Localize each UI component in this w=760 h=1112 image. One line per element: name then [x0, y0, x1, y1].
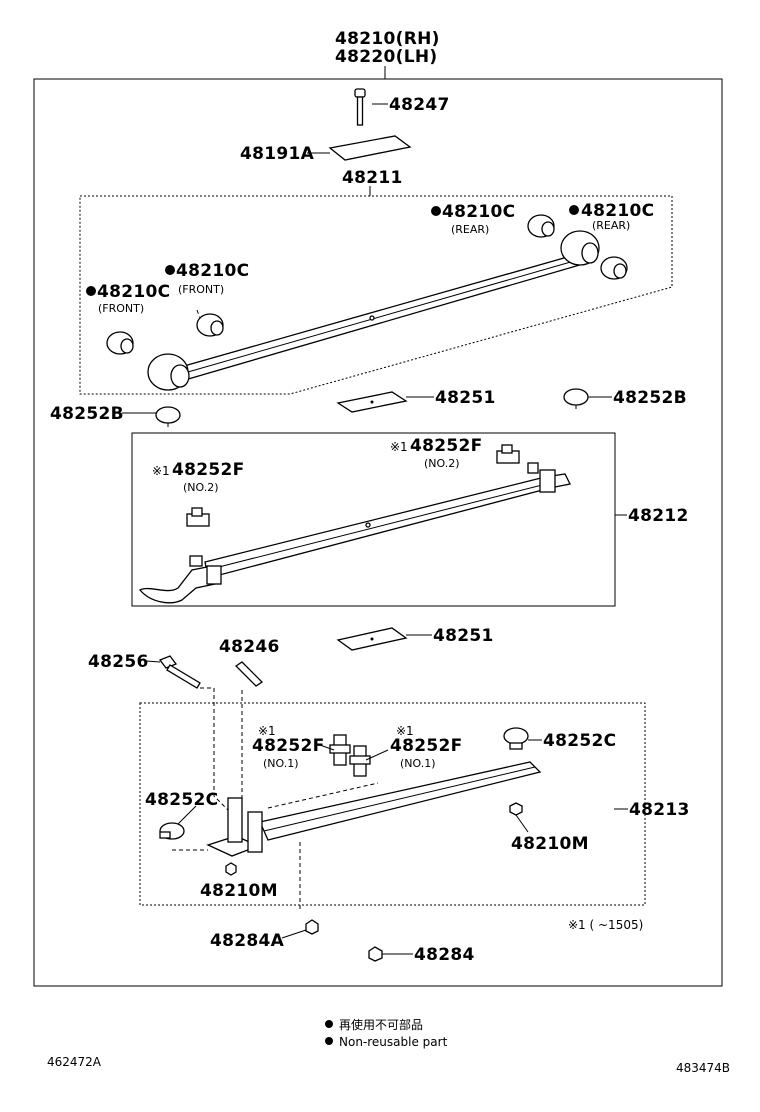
bush-front-left [106, 331, 134, 355]
label-48212: 48212 [628, 506, 689, 526]
label-48213: 48213 [629, 800, 690, 820]
nut-48284-part [368, 946, 383, 962]
label-48251-top: 48251 [435, 388, 496, 408]
non-reusable-dot-icon [86, 286, 96, 296]
nut-48284A-part [305, 919, 319, 935]
footer-right-code: 483474B [676, 1061, 730, 1075]
label-48211: 48211 [342, 168, 403, 188]
legend-dot-icon [325, 1020, 333, 1028]
label-bush-rear-2: 48210C [581, 201, 654, 221]
label-48246: 48246 [219, 637, 280, 657]
bush-rear-right [600, 256, 628, 280]
label-48210M-right: 48210M [511, 834, 589, 854]
clip-no2-left-part [186, 507, 210, 527]
center-bolt-part [354, 88, 366, 126]
bumper-48252C-left-part [159, 822, 185, 840]
leaf-spring-48212 [138, 462, 571, 604]
note-bush-rear-2: (REAR) [592, 219, 630, 232]
label-48284A: 48284A [210, 931, 285, 951]
bolt-48256-part [158, 655, 201, 689]
mark-ref-icon: ※1 [390, 440, 408, 454]
mark-ref-icon: ※1 [258, 724, 276, 738]
pin-48246-part [234, 661, 264, 687]
note-bush-front-1: (FRONT) [98, 302, 144, 315]
label-48252B-right: 48252B [613, 388, 687, 408]
bumper-48252B-left-part [155, 406, 181, 427]
assembly-frame [33, 78, 723, 987]
leaf-48211-frame [79, 195, 673, 395]
clip-no1-right-part [349, 745, 371, 777]
label-clip-no1-right: 48252F [390, 736, 463, 756]
note-clip-no1-right: (NO.1) [400, 757, 436, 770]
label-bush-rear-1: 48210C [442, 202, 515, 222]
bush-rear-left [527, 214, 555, 238]
leaf-spring-48213 [206, 761, 542, 857]
legend-en: Non-reusable part [339, 1035, 448, 1049]
leaf-spring-48211 [147, 230, 600, 391]
nut-48210M-left-part [225, 862, 237, 876]
label-clip-no1-left: 48252F [252, 736, 325, 756]
note-clip-no2-left: (NO.2) [183, 481, 219, 494]
non-reusable-dot-icon [165, 265, 175, 275]
bush-front-right [196, 313, 224, 337]
label-48252C-right: 48252C [543, 731, 616, 751]
nut-48210M-right-part [509, 802, 523, 816]
label-48210M-left: 48210M [200, 881, 278, 901]
label-clip-no2-left: 48252F [172, 460, 245, 480]
label-48284: 48284 [414, 945, 475, 965]
footnote-range: ※1 ( ~1505) [568, 918, 643, 932]
assembly-title-lh: 48220(LH) [335, 47, 437, 67]
legend-jp: 再使用不可部品 [339, 1017, 423, 1032]
bumper-48252C-right-part [503, 727, 529, 750]
note-clip-no1-left: (NO.1) [263, 757, 299, 770]
assembly-title-rh: 48210(RH) [335, 29, 440, 49]
leaf-48213-frame [139, 702, 646, 906]
spacer-plate-part [328, 135, 412, 161]
leaf-48212-frame [131, 432, 616, 607]
label-48252B-left: 48252B [50, 404, 124, 424]
label-48191A: 48191A [240, 144, 315, 164]
mark-ref-icon: ※1 [152, 464, 170, 478]
clip-no2-right-part [496, 444, 520, 464]
label-clip-no2-right: 48252F [410, 436, 483, 456]
bumper-48252B-right-part [563, 388, 589, 409]
label-bush-front-2: 48210C [176, 261, 249, 281]
note-clip-no2-right: (NO.2) [424, 457, 460, 470]
label-48247: 48247 [389, 95, 450, 115]
label-48251-mid: 48251 [433, 626, 494, 646]
non-reusable-dot-icon [431, 206, 441, 216]
label-bush-front-1: 48210C [97, 282, 170, 302]
note-bush-front-2: (FRONT) [178, 283, 224, 296]
footer-left-code: 462472A [47, 1055, 102, 1069]
note-bush-rear-1: (REAR) [451, 223, 489, 236]
mark-ref-icon: ※1 [396, 724, 414, 738]
non-reusable-dot-icon [569, 205, 579, 215]
label-48256: 48256 [88, 652, 149, 672]
legend-dot-icon [325, 1037, 333, 1045]
label-48252C-left: 48252C [145, 790, 218, 810]
